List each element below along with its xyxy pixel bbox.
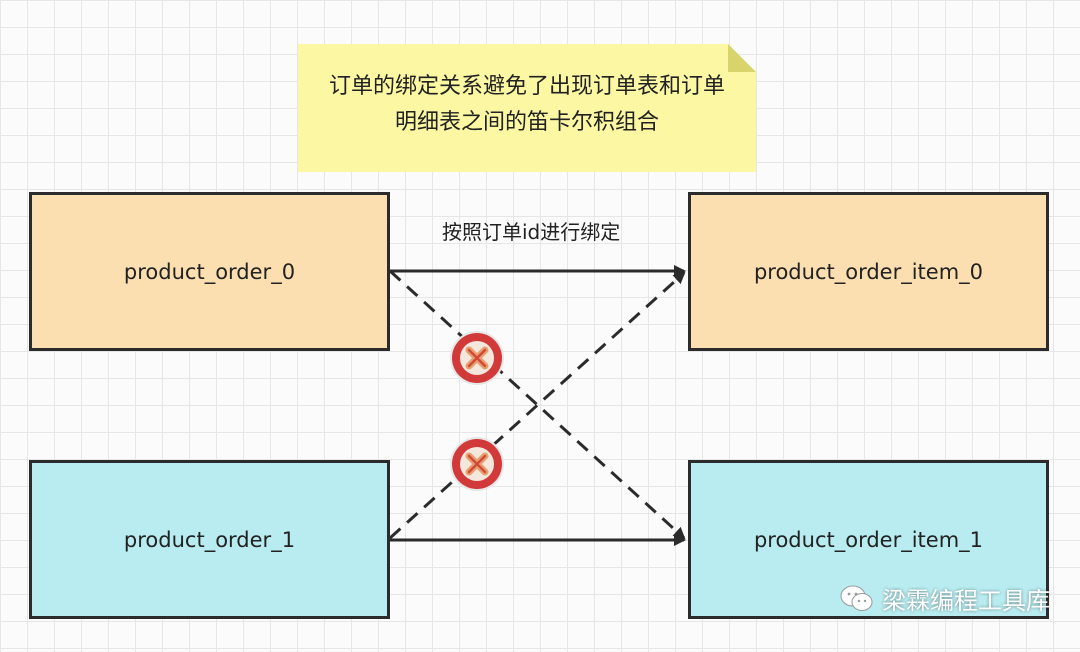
watermark-text: 梁霖编程工具库 bbox=[882, 587, 1050, 615]
edge-order1-item0-forbidden bbox=[388, 271, 686, 540]
wechat-icon bbox=[840, 585, 873, 611]
edge-label: 按照订单id进行绑定 bbox=[442, 220, 621, 244]
node-label: product_order_item_1 bbox=[753, 527, 984, 552]
watermark: 梁霖编程工具库 bbox=[840, 581, 1050, 616]
node-product-order-item-1: product_order_item_1 bbox=[688, 460, 1049, 619]
note-text: 订单的绑定关系避免了出现订单表和订单明细表之间的笛卡尔积组合 bbox=[328, 74, 725, 135]
node-label: product_order_0 bbox=[123, 259, 296, 284]
node-product-order-item-0: product_order_item_0 bbox=[688, 192, 1049, 351]
node-label: product_order_1 bbox=[123, 527, 296, 552]
forbidden-icon bbox=[450, 437, 504, 491]
node-product-order-0: product_order_0 bbox=[29, 192, 390, 351]
node-label: product_order_item_0 bbox=[753, 259, 984, 284]
sticky-note: 订单的绑定关系避免了出现订单表和订单明细表之间的笛卡尔积组合 bbox=[298, 44, 756, 172]
forbidden-icon bbox=[450, 331, 504, 385]
edge-order0-item1-forbidden bbox=[388, 269, 686, 540]
node-product-order-1: product_order_1 bbox=[29, 460, 390, 619]
